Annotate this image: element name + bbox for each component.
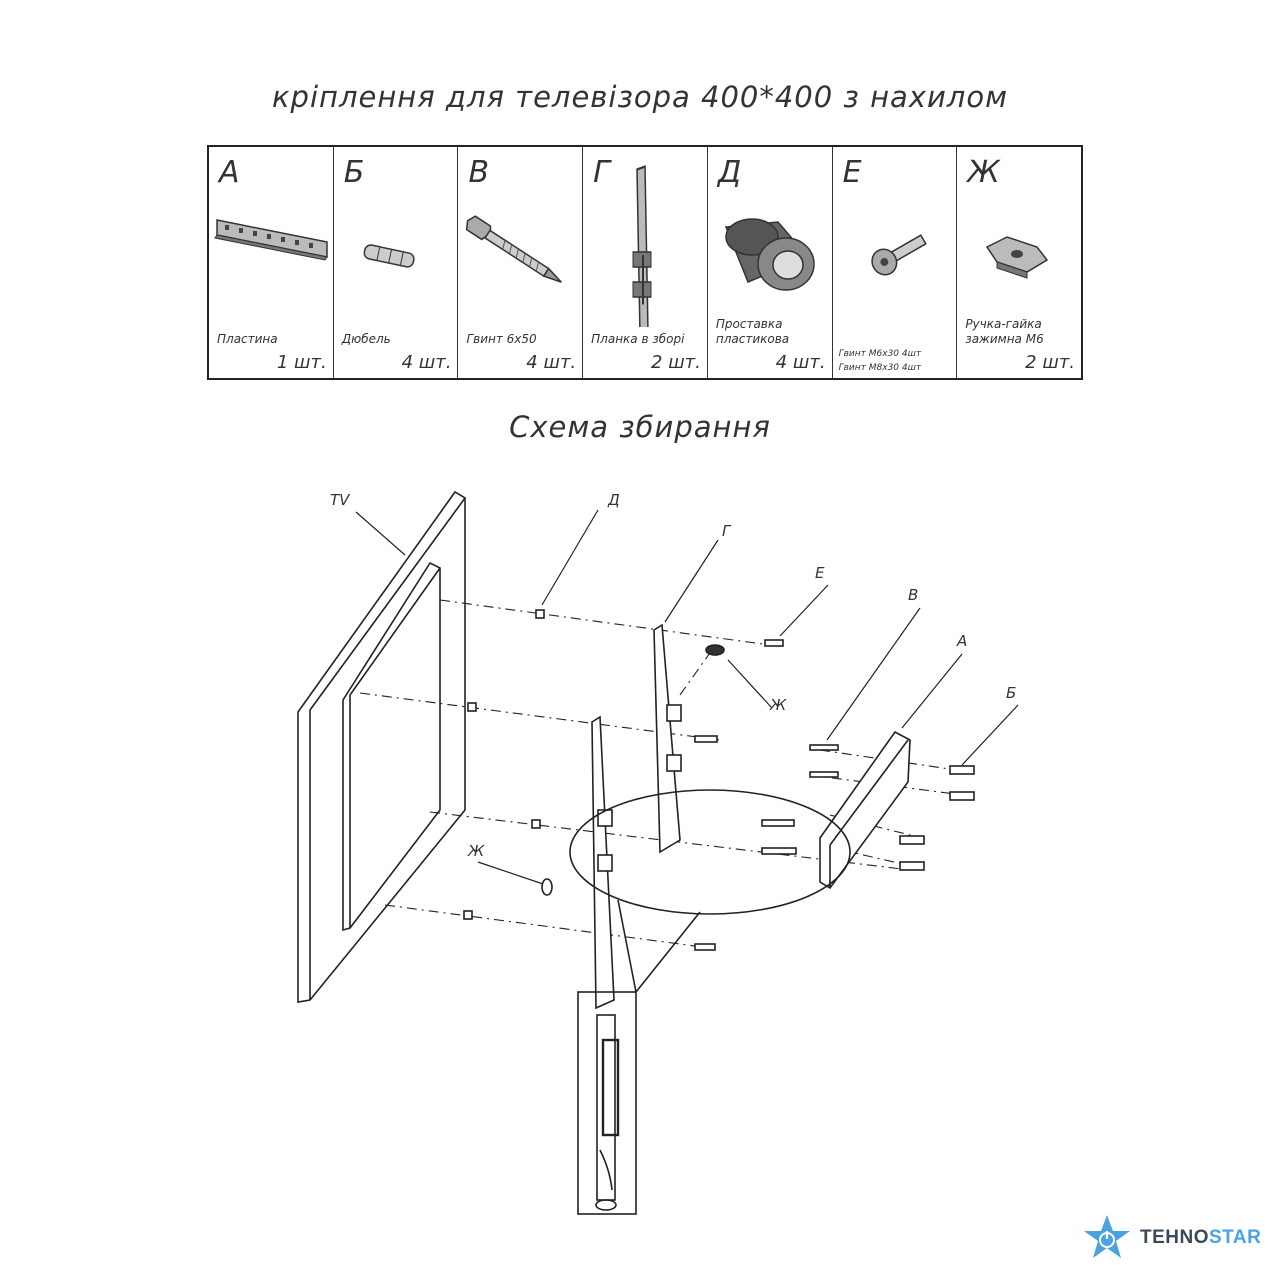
wing-nut-icon bbox=[986, 236, 1049, 279]
label-zh-top: Ж bbox=[769, 696, 787, 714]
part-letter: А bbox=[219, 155, 240, 190]
part-cell-d: Д Проставка пластикова 4 шт. bbox=[708, 147, 833, 378]
part-cell-g: Г Планка в зборі 2 шт. bbox=[583, 147, 708, 378]
part-qty: 4 шт. bbox=[401, 352, 452, 373]
tehnostar-logo: TEHNOSTAR bbox=[1082, 1210, 1272, 1265]
logo-text-accent: STAR bbox=[1209, 1226, 1262, 1248]
logo-text: TEHNOSTAR bbox=[1140, 1227, 1261, 1249]
part-letter: В bbox=[468, 155, 490, 190]
part-qty: 1 шт. bbox=[276, 352, 327, 373]
part-letter: Б bbox=[343, 155, 365, 190]
part-name: Дюбель bbox=[341, 332, 391, 346]
label-v: В bbox=[908, 586, 918, 604]
part-name: Пластина bbox=[217, 332, 278, 346]
wing-nut bbox=[705, 644, 725, 656]
label-g: Г bbox=[722, 522, 732, 540]
parts-table: А Пластина 1 шт. Б Дюбель 4 шт. bbox=[207, 145, 1083, 380]
leader-lines bbox=[355, 509, 1019, 885]
part-name: Гвинт М6х30 4шт Гвинт М8х30 4шт bbox=[838, 349, 922, 373]
schema-title: Схема збирання bbox=[509, 410, 771, 444]
part-cell-v: В Гвинт 6х50 4 шт. bbox=[458, 147, 584, 378]
part-qty: 4 шт. bbox=[775, 352, 826, 373]
part-cell-a: А Пластина 1 шт. bbox=[209, 147, 334, 378]
part-qty: 4 шт. bbox=[526, 352, 577, 373]
part-letter: Е bbox=[842, 155, 862, 190]
part-cell-zh: Ж Ручка-гайка зажимна М6 2 шт. bbox=[957, 147, 1081, 378]
bolt-icon bbox=[870, 234, 927, 276]
wall-plate-icon bbox=[214, 219, 328, 261]
part-cell-b: Б Дюбель 4 шт. bbox=[334, 147, 459, 378]
label-e: Е bbox=[815, 564, 825, 582]
spacers bbox=[463, 609, 545, 920]
dowel-icon bbox=[363, 244, 415, 268]
part-name: Ручка-гайка зажимна М6 bbox=[965, 317, 1044, 346]
wing-nut bbox=[541, 878, 553, 896]
bracket-bars bbox=[591, 623, 682, 1010]
wall-plate bbox=[819, 730, 911, 890]
part-letter: Ж bbox=[967, 155, 1000, 190]
part-letter: Г bbox=[593, 155, 610, 190]
part-name: Проставка пластикова bbox=[715, 317, 790, 346]
label-b: Б bbox=[1006, 684, 1016, 702]
part-qty: 2 шт. bbox=[1025, 352, 1076, 373]
spacer-icon bbox=[724, 218, 815, 291]
detail-inset bbox=[577, 991, 637, 1215]
screw-icon bbox=[466, 215, 563, 283]
logo-text-main: TEHNO bbox=[1140, 1226, 1209, 1248]
part-qty: 2 шт. bbox=[651, 352, 701, 373]
star-power-icon bbox=[1084, 1214, 1130, 1258]
bracket-bar-icon bbox=[632, 165, 652, 327]
page-title: кріплення для телевізора 400*400 з нахил… bbox=[272, 80, 1008, 114]
label-a: А bbox=[956, 632, 967, 650]
detail-ellipse bbox=[569, 789, 851, 915]
label-zh-bottom: Ж bbox=[467, 842, 485, 860]
tv-panel bbox=[297, 490, 466, 1003]
label-d: Д bbox=[607, 491, 620, 509]
part-name: Гвинт 6х50 bbox=[466, 332, 537, 346]
part-letter: Д bbox=[717, 155, 742, 190]
part-name: Планка в зборі bbox=[591, 332, 685, 346]
screws bbox=[694, 639, 975, 951]
part-cell-e: Е Гвинт М6х30 4шт Гвинт М8х30 4шт bbox=[833, 147, 958, 378]
label-tv: TV bbox=[330, 491, 351, 509]
